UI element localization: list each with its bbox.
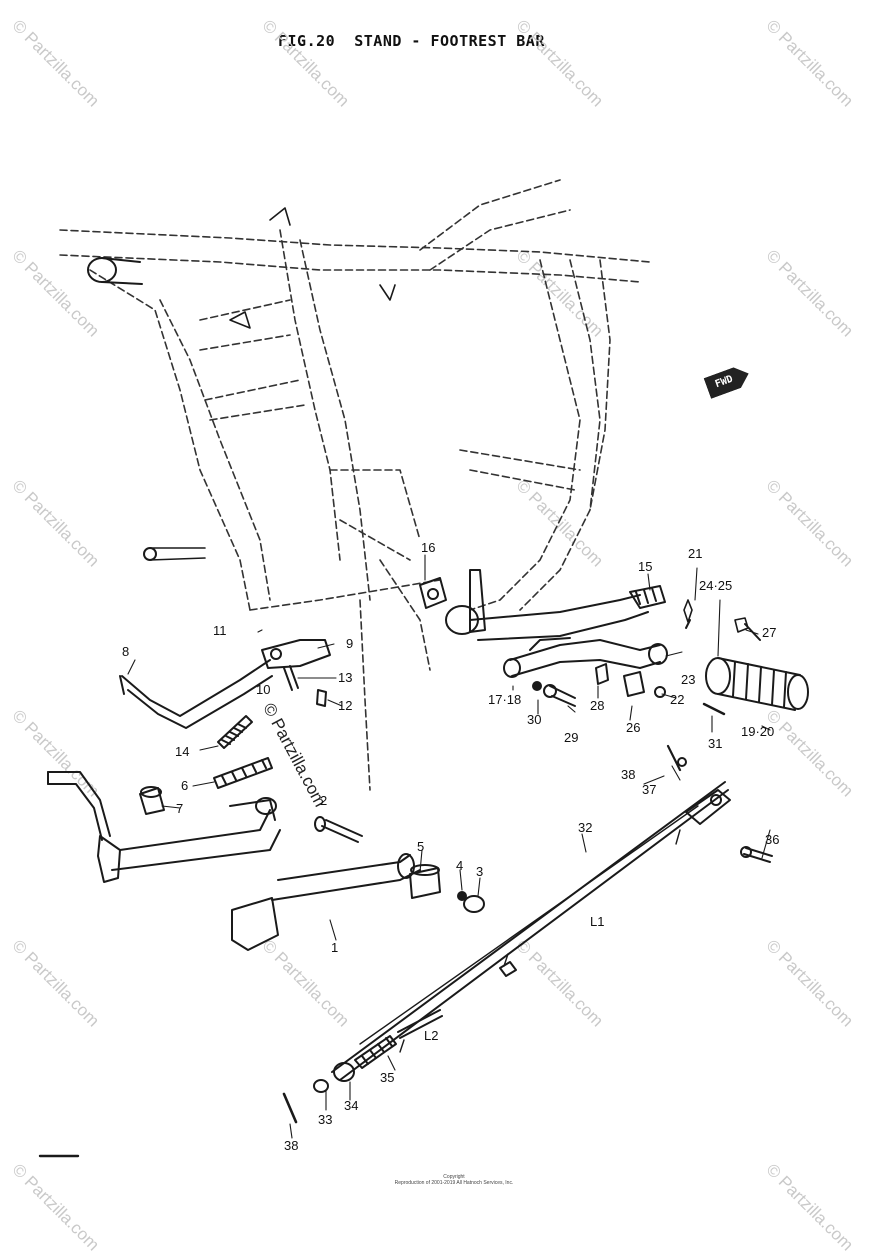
- callout-11[interactable]: 11: [213, 623, 227, 638]
- callout-30[interactable]: 30: [527, 712, 542, 727]
- callout-38[interactable]: 38: [621, 767, 636, 782]
- callout-5[interactable]: 5: [417, 839, 425, 854]
- callout-22[interactable]: 22: [670, 692, 685, 707]
- rod-spring: [354, 1035, 397, 1069]
- leader-lines: [127, 554, 771, 1139]
- callout-14[interactable]: 14: [175, 744, 190, 759]
- callout-28[interactable]: 28: [590, 698, 605, 713]
- callout-3[interactable]: 3: [476, 864, 484, 879]
- callout-29[interactable]: 29: [564, 730, 579, 745]
- callout-13[interactable]: 13: [338, 670, 353, 685]
- dimension-label-l2: L2: [424, 1028, 439, 1043]
- callout-9[interactable]: 9: [346, 636, 354, 651]
- footer-line-1: Copyright: [443, 1174, 465, 1180]
- frame-outline: [59, 179, 651, 791]
- dimension-label-l1: L1: [590, 914, 605, 929]
- stand-springs: [213, 715, 273, 789]
- callout-36[interactable]: 36: [765, 832, 780, 847]
- callout-35[interactable]: 35: [380, 1070, 395, 1085]
- callout-1[interactable]: 1: [331, 940, 339, 955]
- callout-6[interactable]: 6: [181, 778, 189, 793]
- footrest-rubber: [705, 657, 809, 711]
- callout-12[interactable]: 12: [338, 698, 353, 713]
- callout-17-18[interactable]: 17·18: [488, 692, 522, 707]
- callout-16[interactable]: 16: [421, 540, 436, 555]
- dimension-lines: [359, 805, 699, 1053]
- callout-31[interactable]: 31: [708, 736, 723, 751]
- callout-34[interactable]: 34: [344, 1098, 359, 1113]
- callout-4[interactable]: 4: [456, 858, 464, 873]
- footer-line-2: Reproduction of 2001-2019 All Hatnoch Se…: [394, 1180, 514, 1186]
- callout-15[interactable]: 15: [638, 559, 653, 574]
- parts-diagram: FIG.20 STAND - FOOTREST BAR © Partzilla.…: [9, 16, 857, 1254]
- exploded-view-drawing: [38, 179, 809, 1158]
- callout-23[interactable]: 23: [681, 672, 696, 687]
- callout-32[interactable]: 32: [578, 820, 593, 835]
- copyright-footer: Copyright Reproduction of 2001-2019 All …: [384, 1174, 524, 1186]
- callout-27[interactable]: 27: [762, 625, 777, 640]
- center-stand: [47, 771, 421, 951]
- callout-21[interactable]: 21: [688, 546, 703, 561]
- footrest-bar: [445, 569, 666, 641]
- callout-38[interactable]: 38: [284, 1138, 299, 1153]
- callout-24-25[interactable]: 24·25: [699, 578, 733, 593]
- callout-19-20[interactable]: 19·20: [741, 724, 775, 739]
- callout-37[interactable]: 37: [642, 782, 657, 797]
- callout-2[interactable]: 2: [320, 793, 328, 808]
- callout-10[interactable]: 10: [256, 682, 271, 697]
- footrest-arm: [503, 637, 668, 678]
- callout-7[interactable]: 7: [176, 801, 184, 816]
- callout-26[interactable]: 26: [626, 720, 641, 735]
- callout-33[interactable]: 33: [318, 1112, 333, 1127]
- diagram-title: FIG.20 STAND - FOOTREST BAR: [278, 32, 545, 50]
- side-stand: [119, 639, 331, 729]
- stand-rod: [331, 781, 731, 1081]
- callout-8[interactable]: 8: [122, 644, 130, 659]
